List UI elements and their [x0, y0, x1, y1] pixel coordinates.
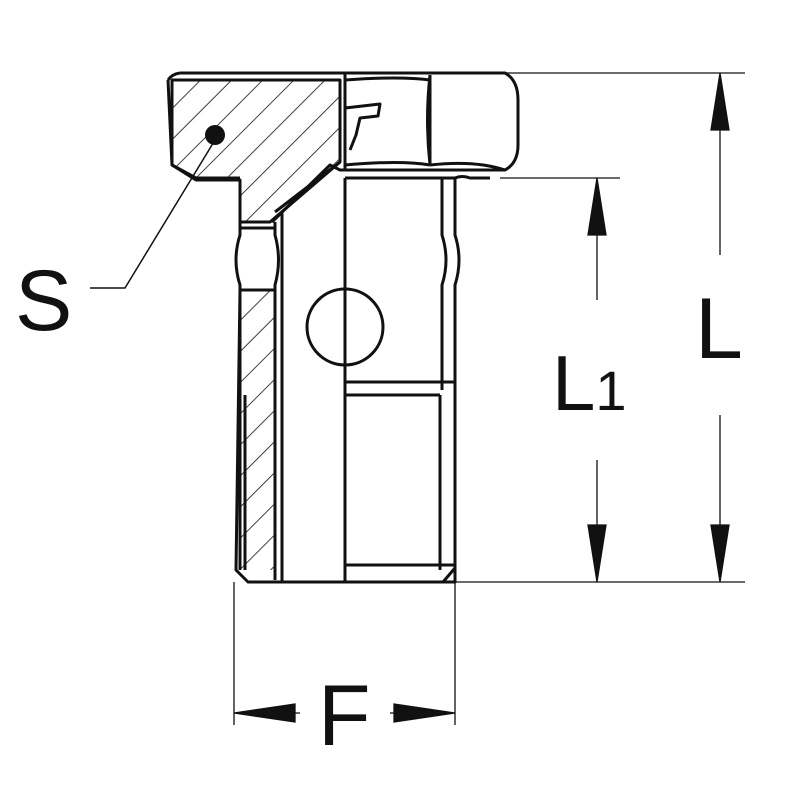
seal-label: S — [15, 253, 72, 349]
seal-groove — [344, 102, 382, 151]
dimension-l1 — [587, 177, 607, 583]
dimension-l — [710, 72, 730, 583]
bolt-body — [166, 71, 520, 584]
l1-label: L1 — [552, 339, 627, 427]
l1-label-subscript: 1 — [595, 359, 626, 422]
dimension-f — [233, 703, 456, 723]
f-label: F — [318, 668, 371, 764]
extension-lines — [233, 72, 745, 725]
hex-head — [180, 71, 520, 224]
l1-label-main: L — [552, 339, 595, 427]
cross-hole — [305, 287, 385, 367]
seal-dot — [205, 125, 225, 145]
head-section-hatch — [170, 78, 342, 224]
l-label: L — [695, 281, 743, 377]
seal-leader — [90, 139, 216, 289]
